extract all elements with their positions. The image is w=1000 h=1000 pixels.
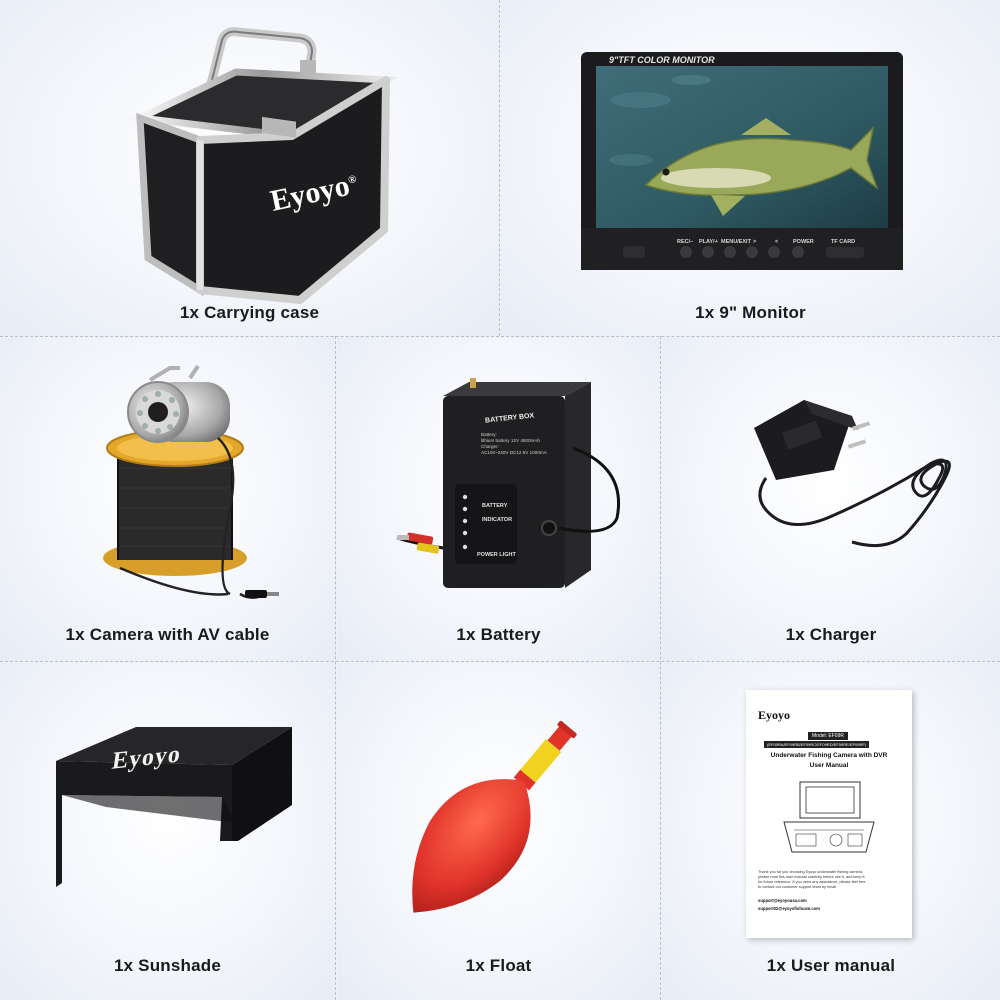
manual-model-tag: Model: EF09R [808,732,848,740]
battery-box-image [396,378,620,588]
caption-carrying-case: 1x Carrying case [179,303,320,322]
divider-row-1 [0,336,1000,337]
monitor-label-rec: REC/– [677,239,694,245]
monitor-label-power: POWER [793,239,814,245]
caption-sunshade: 1x Sunshade [113,956,222,975]
user-manual-booklet: Eyoyo Model: EF09R (EF09RA/EF09RB/EF09RC… [746,690,912,938]
sunshade-image [56,727,292,887]
battery-indicator-label-2: INDICATOR [482,517,513,523]
monitor-image [581,52,903,270]
float-image [412,720,577,913]
manual-email-2: support02@eyoyofishcam.com [758,906,821,911]
product-cell-camera: 1x Camera with AV cable [0,338,335,661]
battery-spec-line-4: AC100~240V DC12.5V 1000mA [481,450,547,455]
product-cell-user-manual: Eyoyo Model: EF09R (EF09RA/EF09RB/EF09RC… [662,663,1000,1000]
manual-title-line-2: User Manual [809,762,849,769]
caption-battery: 1x Battery [456,625,541,644]
manual-model-variants: (EF09RA/EF09RB/EF09RC/EF09RD/EF09RE/EF09… [764,741,870,748]
caption-camera: 1x Camera with AV cable [65,625,270,644]
manual-email-1: support@eyoyousa.com [758,898,807,903]
caption-monitor: 1x 9" Monitor [695,303,806,322]
monitor-label-left: < [775,239,779,245]
product-cell-charger: 1x Charger [662,338,1000,661]
product-cell-monitor: 9"TFT COLOR MONITOR REC/– PLAY/+ MENU/EX… [501,0,1000,336]
divider-col-mid-right [660,336,661,1000]
product-cell-float: 1x Float [337,663,660,1000]
manual-brand-logo: Eyoyo [758,708,791,722]
battery-indicator-label-3: POWER LIGHT [477,552,516,558]
manual-intro-line-2: please read this user manual carefully b… [758,875,865,879]
camera-reel-image [103,364,279,599]
manual-intro-text: Thank you for you choosing Eyoyo underwa… [758,870,908,890]
battery-spec-line-1: Battery: [481,432,497,437]
divider-col-mid-left [335,336,336,1000]
monitor-button-labels: REC/– PLAY/+ MENU/EXIT > < POWER [677,239,827,249]
product-cell-battery: BATTERY BOX Battery: lithium battery 12V… [337,338,660,661]
battery-spec-text: Battery: lithium battery 12V 4500mAh Cha… [481,432,559,456]
monitor-label-play: PLAY/+ [699,239,718,245]
manual-product-sketch [783,781,875,853]
divider-col-top [499,0,500,336]
charger-image [754,400,951,548]
battery-indicator-label-1: BATTERY [482,503,508,509]
product-cell-sunshade: Eyoyo 1x Sunshade [0,663,335,1000]
caption-charger: 1x Charger [785,625,877,644]
manual-intro-line-3: for future reference. If you need any as… [758,880,866,884]
monitor-header-label: 9"TFT COLOR MONITOR [609,55,715,65]
manual-intro-line-4: to contact our customer support team by … [758,885,837,889]
battery-spec-line-2: lithium battery 12V 4500mAh [481,438,540,443]
carrying-case-image [127,27,398,304]
battery-spec-line-3: Charger: [481,444,499,449]
monitor-tf-card-label: TF CARD [831,239,856,245]
monitor-label-menu: MENU/EXIT [721,239,751,245]
caption-user-manual: 1x User manual [766,956,896,975]
manual-intro-line-1: Thank you for you choosing Eyoyo underwa… [758,870,864,874]
caption-float: 1x Float [465,956,532,975]
divider-row-2 [0,661,1000,662]
product-cell-carrying-case: Eyoyo® 1x Carrying case [0,0,499,336]
manual-title-line-1: Underwater Fishing Camera with DVR [770,752,888,759]
monitor-label-right: > [753,239,757,245]
